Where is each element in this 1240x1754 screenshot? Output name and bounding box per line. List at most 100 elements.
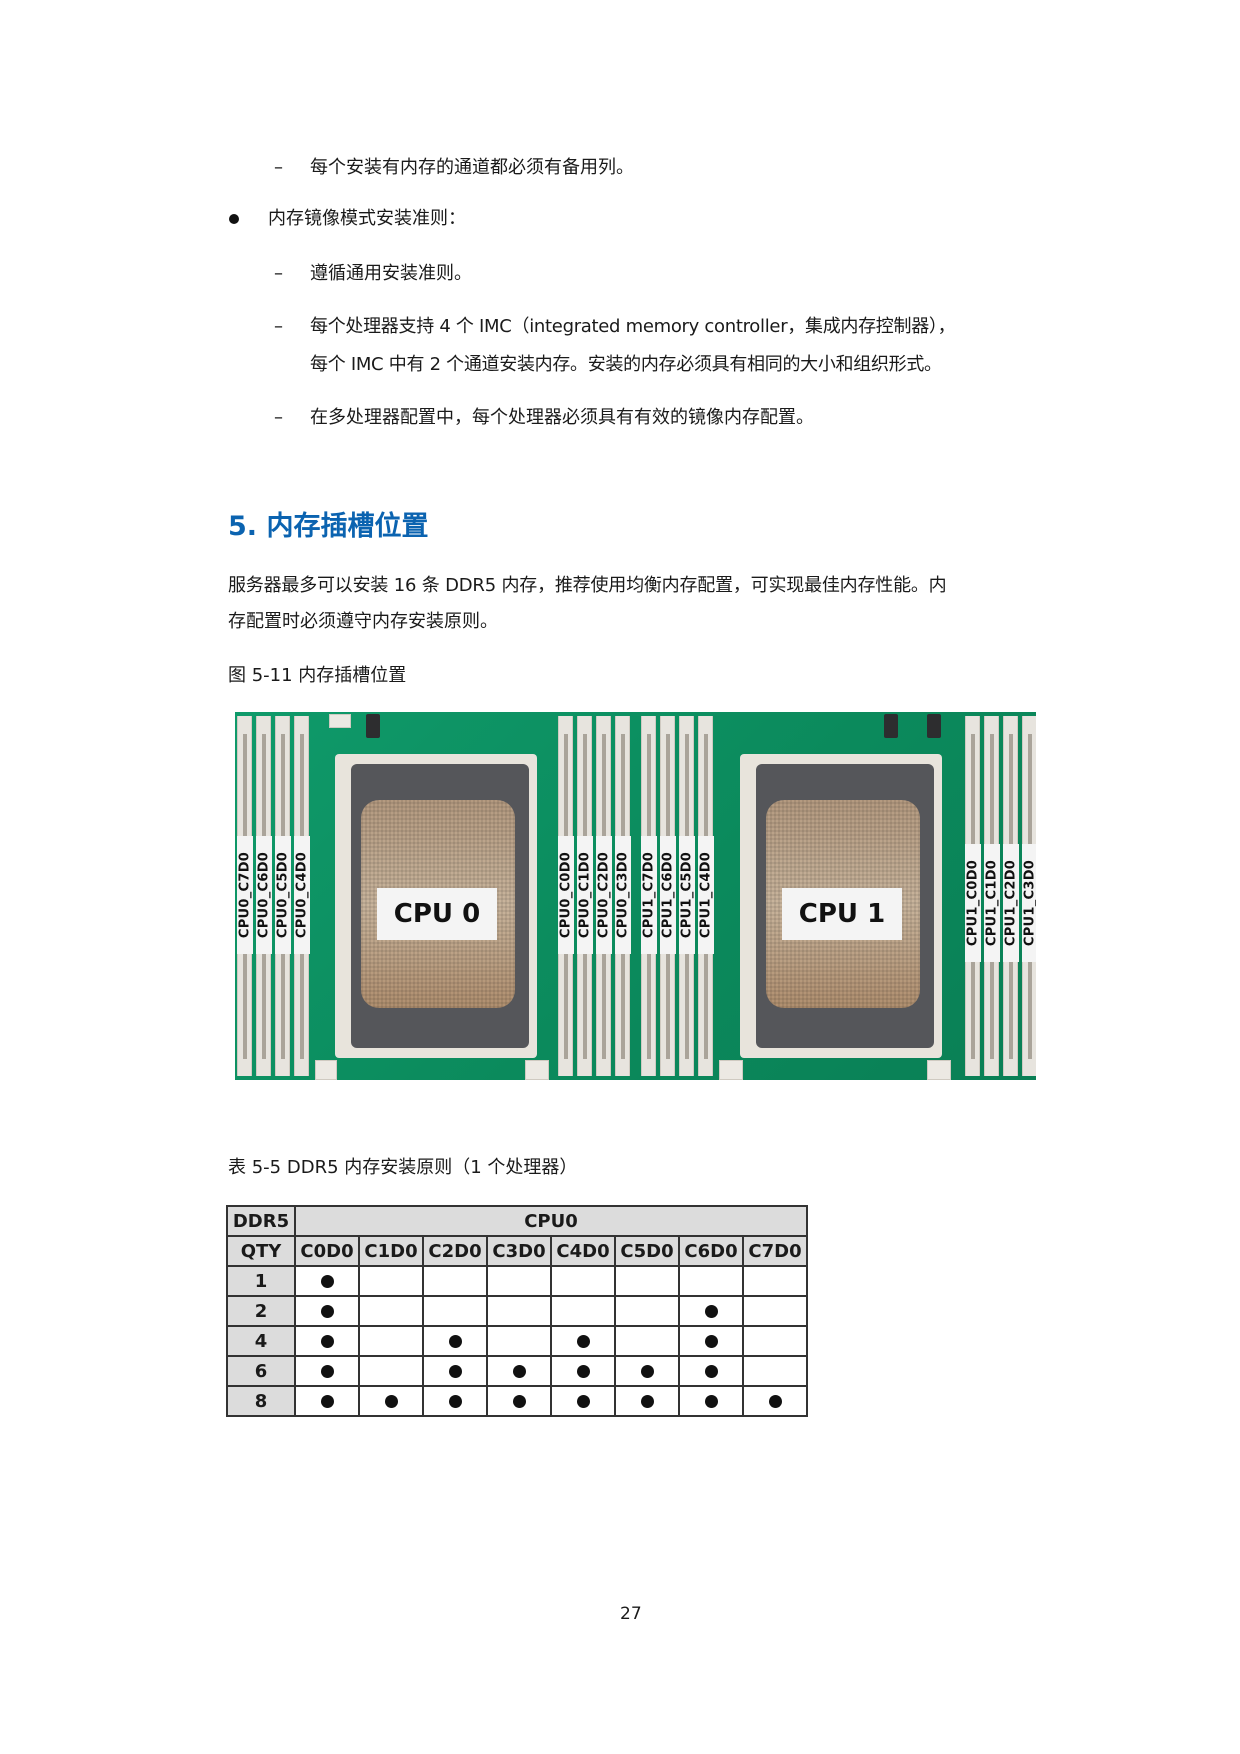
qty-cell: 6	[226, 1355, 296, 1387]
list-item: 遵循通用安装准则。	[310, 263, 472, 284]
qty-header: DDR5	[226, 1205, 296, 1237]
table-row: 4	[226, 1325, 808, 1357]
dimm-label: CPU0_C1D0	[577, 836, 593, 954]
filled-dot-icon	[320, 1365, 334, 1378]
page-number: 27	[620, 1604, 642, 1624]
dimm-label: CPU0_C6D0	[256, 836, 272, 954]
cpu0-label: CPU 0	[377, 888, 497, 940]
dimm-label: CPU0_C5D0	[275, 836, 291, 954]
motherboard-figure: CPU0_C7D0 CPU0_C6D0 CPU0_C5D0 CPU0_C4D0 …	[235, 712, 1036, 1080]
dimm-label: CPU0_C7D0	[237, 836, 253, 954]
list-item: 每个处理器支持 4 个 IMC（integrated memory contro…	[310, 316, 956, 337]
slot-cell	[742, 1265, 808, 1297]
slot-cell	[294, 1295, 360, 1327]
dash-marker: –	[274, 263, 283, 284]
slot-cell	[358, 1385, 424, 1417]
slot-cell	[294, 1355, 360, 1387]
dash-marker: –	[274, 407, 283, 428]
filled-dot-icon	[576, 1335, 590, 1348]
filled-dot-icon	[704, 1395, 718, 1408]
figure-caption: 图 5-11 内存插槽位置	[228, 665, 407, 686]
column-header: C5D0	[614, 1235, 680, 1267]
column-header: C4D0	[550, 1235, 616, 1267]
filled-dot-icon	[448, 1395, 462, 1408]
slot-cell	[358, 1295, 424, 1327]
slot-cell	[550, 1265, 616, 1297]
filled-dot-icon	[448, 1365, 462, 1378]
bullet-icon	[229, 214, 239, 224]
slot-cell	[678, 1325, 744, 1357]
slot-cell	[422, 1265, 488, 1297]
slot-cell	[550, 1295, 616, 1327]
filled-dot-icon	[512, 1395, 526, 1408]
slot-cell	[614, 1325, 680, 1357]
slot-cell	[550, 1325, 616, 1357]
slot-cell	[294, 1325, 360, 1357]
dash-marker: –	[274, 316, 283, 337]
paragraph-line: 存配置时必须遵守内存安装原则。	[228, 611, 498, 632]
connector	[329, 714, 351, 728]
dimm-label: CPU1_C4D0	[698, 836, 714, 954]
slot-cell	[294, 1265, 360, 1297]
slot-cell	[614, 1265, 680, 1297]
list-item: 内存镜像模式安装准则：	[268, 208, 466, 229]
slot-cell	[358, 1355, 424, 1387]
slot-cell	[742, 1355, 808, 1387]
table-row: 6	[226, 1355, 808, 1387]
filled-dot-icon	[320, 1305, 334, 1318]
connector	[719, 1060, 743, 1080]
filled-dot-icon	[704, 1365, 718, 1378]
section-heading: 5. 内存插槽位置	[228, 511, 429, 542]
column-header: C3D0	[486, 1235, 552, 1267]
table-row: 2	[226, 1295, 808, 1327]
connector	[927, 714, 941, 738]
dimm-label: CPU1_C6D0	[660, 836, 676, 954]
dimm-label: CPU1_C1D0	[984, 844, 1000, 962]
filled-dot-icon	[320, 1335, 334, 1348]
filled-dot-icon	[576, 1365, 590, 1378]
qty-cell: 4	[226, 1325, 296, 1357]
slot-cell	[550, 1385, 616, 1417]
connector	[315, 1060, 337, 1080]
cpu-group-header: CPU0	[294, 1205, 808, 1237]
table-caption: 表 5-5 DDR5 内存安装原则（1 个处理器）	[228, 1157, 578, 1178]
slot-cell	[486, 1355, 552, 1387]
dimm-label: CPU1_C5D0	[679, 836, 695, 954]
slot-cell	[294, 1385, 360, 1417]
filled-dot-icon	[512, 1365, 526, 1378]
cpu1-label: CPU 1	[782, 888, 902, 940]
list-item: 在多处理器配置中，每个处理器必须具有有效的镜像内存配置。	[310, 407, 814, 428]
column-header: C1D0	[358, 1235, 424, 1267]
slot-cell	[742, 1295, 808, 1327]
slot-cell	[422, 1385, 488, 1417]
slot-cell	[486, 1295, 552, 1327]
dash-marker: –	[274, 157, 283, 178]
filled-dot-icon	[704, 1335, 718, 1348]
connector	[525, 1060, 549, 1080]
dimm-label: CPU1_C0D0	[965, 844, 981, 962]
connector	[927, 1060, 951, 1080]
connector	[366, 714, 380, 738]
qty-cell: 8	[226, 1385, 296, 1417]
slot-cell	[678, 1295, 744, 1327]
slot-cell	[486, 1385, 552, 1417]
slot-cell	[678, 1265, 744, 1297]
cpu0-socket: CPU 0	[335, 754, 537, 1058]
slot-cell	[422, 1355, 488, 1387]
connector	[884, 714, 898, 738]
slot-cell	[614, 1355, 680, 1387]
dimm-label: CPU0_C3D0	[615, 836, 631, 954]
filled-dot-icon	[640, 1365, 654, 1378]
dimm-label: CPU1_C2D0	[1003, 844, 1019, 962]
slot-cell	[358, 1325, 424, 1357]
slot-cell	[742, 1325, 808, 1357]
qty-header: QTY	[226, 1235, 296, 1267]
filled-dot-icon	[384, 1395, 398, 1408]
slot-cell	[678, 1355, 744, 1387]
dimm-label: CPU0_C0D0	[558, 836, 574, 954]
slot-cell	[614, 1385, 680, 1417]
slot-cell	[422, 1295, 488, 1327]
paragraph-line: 服务器最多可以安装 16 条 DDR5 内存，推荐使用均衡内存配置，可实现最佳内…	[228, 575, 947, 596]
slot-cell	[550, 1355, 616, 1387]
slot-cell	[358, 1265, 424, 1297]
